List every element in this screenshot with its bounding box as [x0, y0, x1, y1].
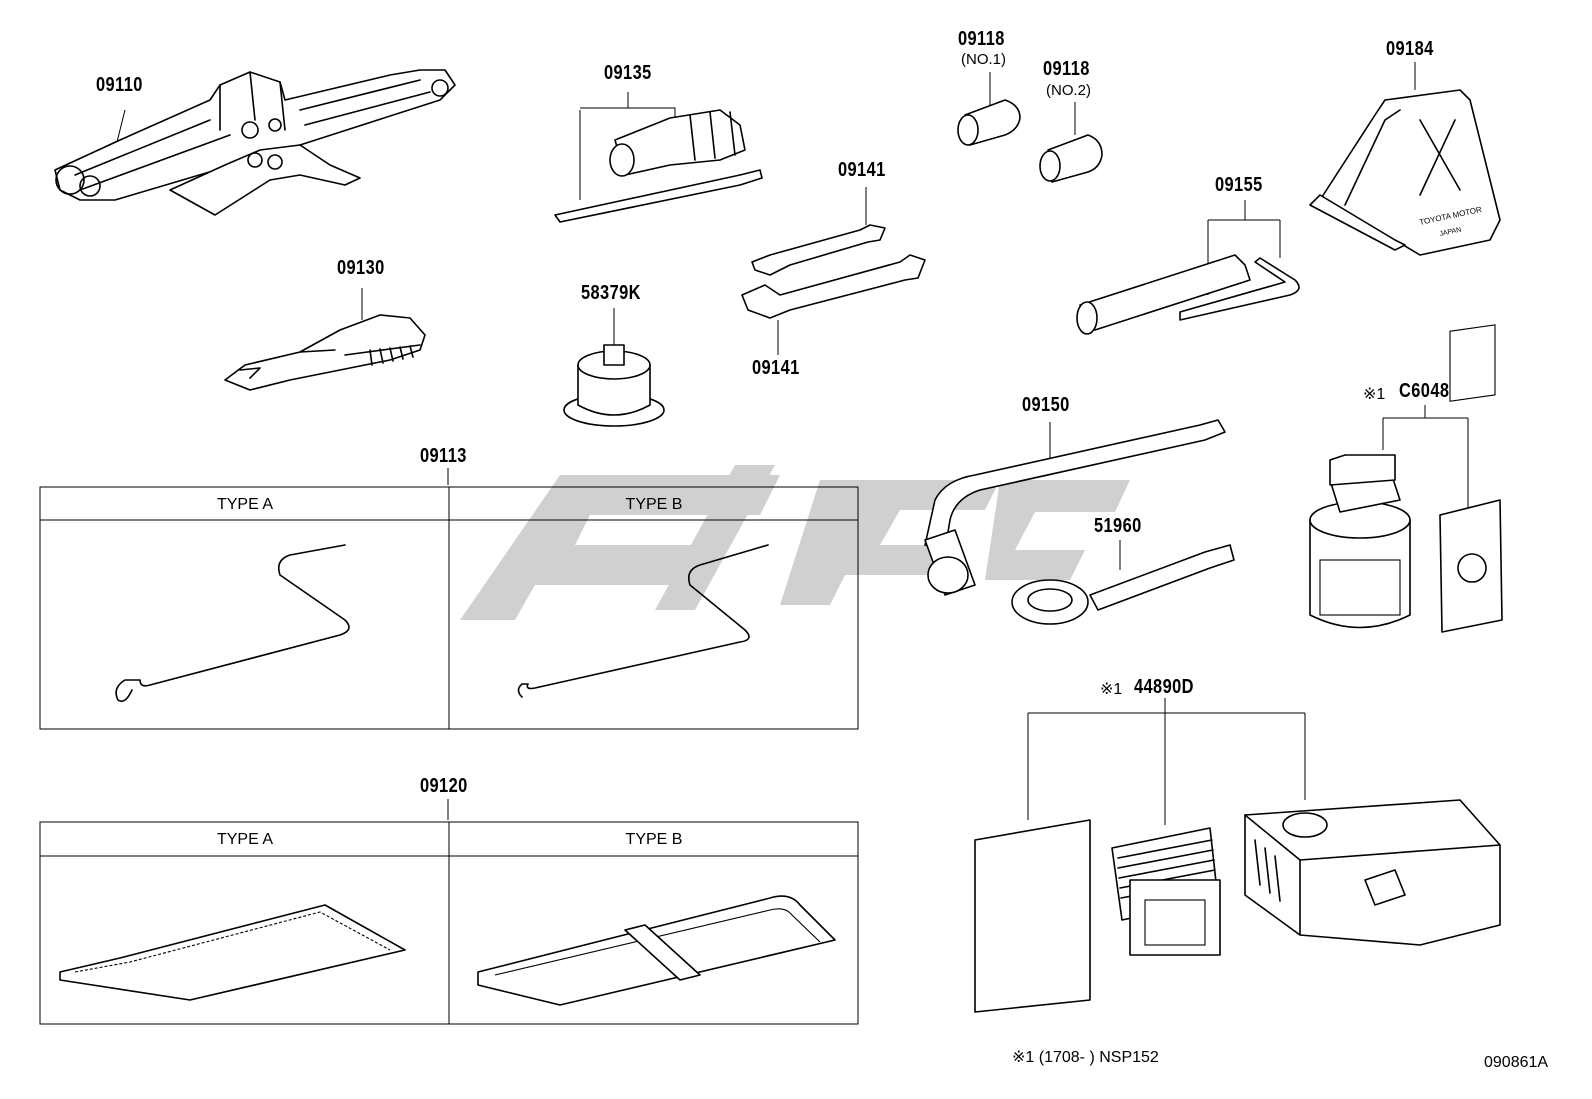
jack-handle-type-b-header: TYPE B	[625, 496, 683, 513]
jack-handle-type-a-header: TYPE A	[216, 496, 274, 513]
lug-wrench-illustration[interactable]	[924, 419, 1226, 596]
socket-no1-illustration[interactable]	[957, 72, 1021, 146]
tool-bag-type-a-illustration[interactable]	[59, 904, 406, 1001]
part-number-c6048[interactable]: C6048	[1399, 380, 1450, 402]
plug-illustration[interactable]	[563, 308, 665, 427]
wrench-lower-illustration[interactable]	[741, 254, 926, 355]
socket-no2-illustration[interactable]	[1039, 102, 1103, 183]
jack-handle-type-b-illustration[interactable]	[517, 544, 769, 698]
tire-repair-kit-illustration[interactable]	[974, 698, 1501, 1013]
part-number-09113[interactable]: 09113	[420, 445, 467, 467]
sealant-note-marker: ※1	[1363, 386, 1386, 403]
part-number-09150[interactable]: 09150	[1022, 394, 1070, 416]
jack-handle-type-a-illustration[interactable]	[115, 544, 350, 703]
towing-eye-illustration[interactable]	[1011, 540, 1235, 625]
part-number-44890d[interactable]: 44890D	[1134, 676, 1194, 698]
part-number-09141-upper[interactable]: 09141	[838, 159, 886, 181]
part-number-09141-lower[interactable]: 09141	[752, 357, 800, 379]
diagram-id: 090861A	[1484, 1054, 1549, 1071]
part-number-09184[interactable]: 09184	[1386, 38, 1434, 60]
repair-kit-note-marker: ※1	[1100, 681, 1123, 698]
socket-no1-sub-label: (NO.1)	[961, 51, 1006, 68]
wheel-chock-illustration[interactable]: TOYOTA MOTOR JAPAN	[1309, 62, 1501, 256]
part-number-09118-no1[interactable]: 09118	[958, 28, 1005, 50]
part-number-58379k[interactable]: 58379K	[581, 282, 641, 304]
tool-bag-type-b-header: TYPE B	[625, 831, 683, 848]
chock-text-line2: JAPAN	[1439, 227, 1462, 238]
screwdriver-illustration[interactable]	[554, 92, 763, 223]
part-number-09155[interactable]: 09155	[1215, 174, 1263, 196]
tool-bag-type-b-illustration[interactable]	[477, 895, 836, 1006]
socket-no2-sub-label: (NO.2)	[1046, 82, 1091, 99]
part-number-09135[interactable]: 09135	[604, 62, 652, 84]
part-number-09110[interactable]: 09110	[96, 74, 143, 96]
tire-sealant-illustration[interactable]	[1309, 324, 1503, 633]
scissor-jack-illustration[interactable]	[54, 69, 456, 216]
pliers-illustration[interactable]	[224, 288, 426, 391]
footnote: ※1 (1708- ) NSP152	[1012, 1049, 1159, 1066]
part-number-09130[interactable]: 09130	[337, 257, 385, 279]
tool-bag-type-a-header: TYPE A	[216, 831, 274, 848]
box-wrench-illustration[interactable]	[1076, 200, 1300, 335]
part-number-51960[interactable]: 51960	[1094, 515, 1142, 537]
part-number-09118-no2[interactable]: 09118	[1043, 58, 1090, 80]
jack-handle-table	[39, 468, 859, 730]
wrench-upper-illustration[interactable]	[751, 187, 886, 276]
part-number-09120[interactable]: 09120	[420, 775, 468, 797]
tool-bag-table	[39, 799, 859, 1025]
